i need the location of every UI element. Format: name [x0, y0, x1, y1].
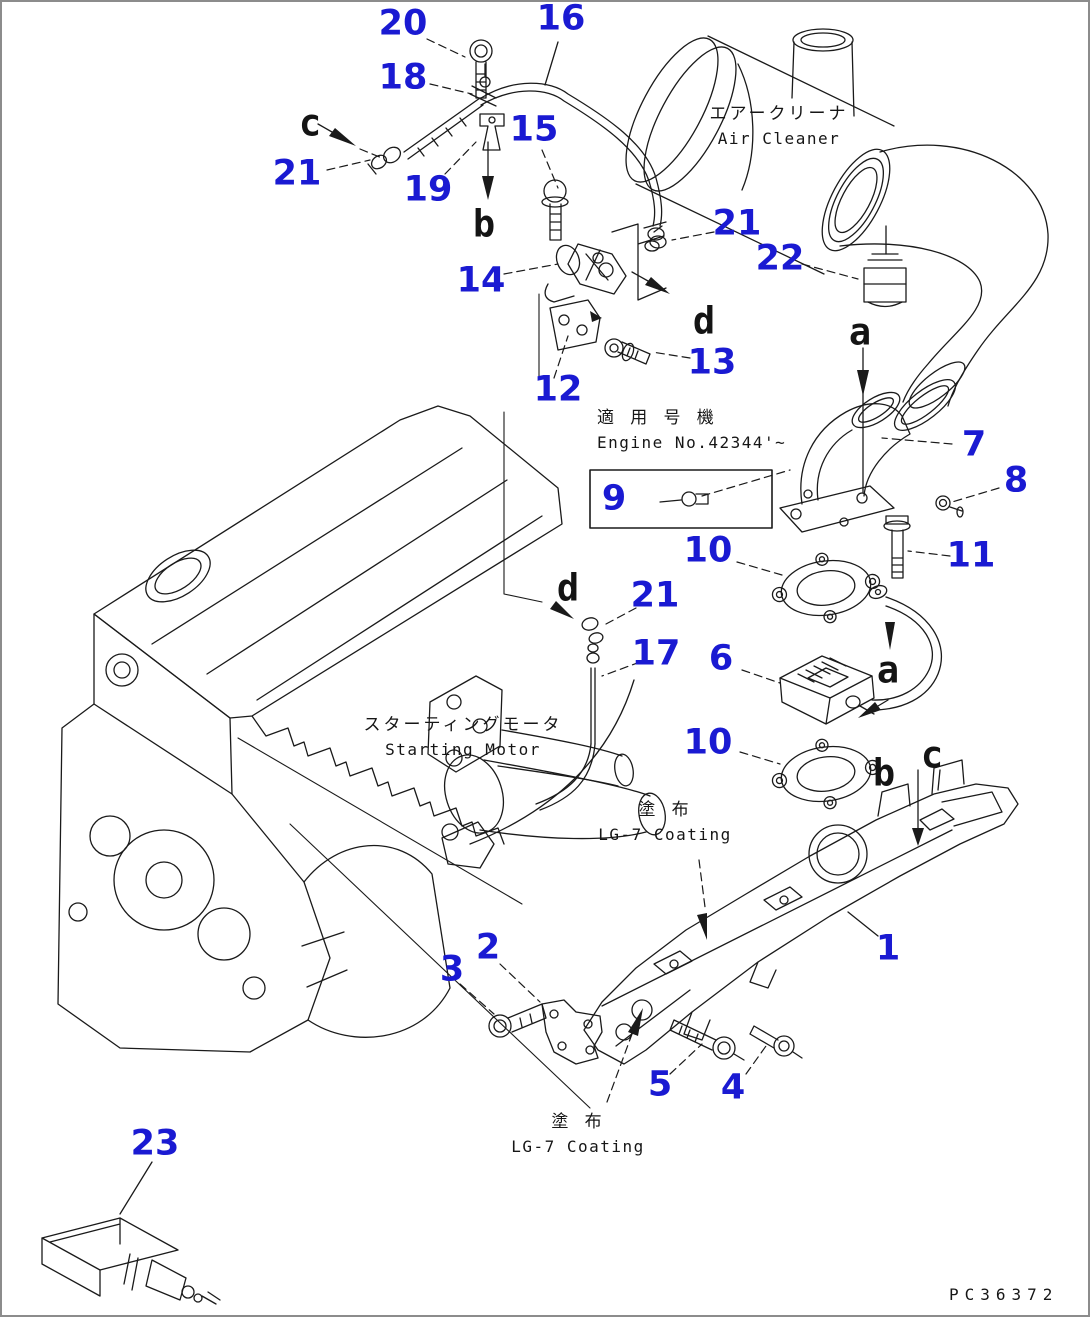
cover-plate-2-drawing: [542, 1000, 602, 1064]
vacuator-valve-22-drawing: [864, 226, 906, 307]
callout-11: 11: [946, 535, 996, 576]
coating-note-upper-en: LG-7 Coating: [598, 825, 732, 845]
view-marker-d: d: [556, 566, 580, 610]
callout-21: 21: [272, 153, 322, 194]
air-cleaner-drawing: [608, 25, 1048, 439]
marker-arrows: [318, 124, 924, 1036]
starting-motor-drawing: [428, 616, 668, 868]
coating-note-upper: 塗 布 LG-7 Coating: [598, 797, 732, 848]
leader-lines: [120, 39, 999, 1214]
callout-7: 7: [961, 424, 987, 465]
callout-3: 3: [439, 949, 465, 990]
callout-17: 17: [631, 633, 681, 674]
view-marker-c: c: [298, 101, 322, 145]
callout-10: 10: [683, 722, 733, 763]
callout-13: 13: [687, 342, 737, 383]
breather-tube-16-drawing: [368, 40, 666, 364]
callout-8: 8: [1003, 460, 1029, 501]
intake-elbow-7-drawing: [780, 386, 963, 578]
coating-note-lower-jp: 塗 布: [551, 1112, 605, 1132]
callout-9: 9: [601, 478, 627, 519]
connector-6-drawing: [780, 656, 874, 724]
view-marker-c: c: [920, 733, 944, 777]
callout-18: 18: [378, 57, 428, 98]
callout-12: 12: [533, 369, 583, 410]
callout-2: 2: [475, 927, 501, 968]
callout-6: 6: [708, 638, 734, 679]
bolt-4-drawing: [750, 1026, 802, 1058]
view-marker-b: b: [472, 202, 496, 246]
air-cleaner-label: エアークリーナ Air Cleaner: [710, 101, 849, 152]
callout-21: 21: [712, 203, 762, 244]
engine-block-drawing: [58, 406, 590, 1108]
callout-22: 22: [755, 238, 805, 279]
gasket-10-upper-drawing: [768, 546, 885, 630]
view-marker-a: a: [876, 648, 900, 692]
callout-4: 4: [720, 1067, 746, 1108]
starting-motor-label-jp: スターティングモータ: [363, 715, 563, 735]
manifold-1-drawing: [584, 760, 1018, 1064]
coating-note-lower-en: LG-7 Coating: [511, 1137, 645, 1157]
callout-1: 1: [875, 928, 901, 969]
callout-10: 10: [683, 530, 733, 571]
callout-16: 16: [536, 0, 586, 39]
callout-21: 21: [630, 575, 680, 616]
tube-a-drawing: [867, 583, 941, 710]
bolt-5-drawing: [670, 1020, 744, 1060]
view-marker-a: a: [848, 310, 872, 354]
bolt-3-drawing: [489, 1004, 546, 1037]
view-marker-d: d: [692, 299, 716, 343]
serial-note-jp: 適 用 号 機: [597, 408, 717, 428]
coating-note-lower: 塗 布 LG-7 Coating: [511, 1109, 645, 1160]
callout-14: 14: [456, 260, 506, 301]
air-cleaner-label-en: Air Cleaner: [717, 129, 841, 149]
coating-note-upper-jp: 塗 布: [638, 800, 692, 820]
serial-note-en: Engine No.42344'~: [597, 433, 787, 453]
starting-motor-label: スターティングモータ Starting Motor: [364, 712, 563, 763]
callout-20: 20: [378, 3, 428, 44]
callout-23: 23: [130, 1123, 180, 1164]
serial-note-box: [590, 470, 790, 528]
serial-note: 適 用 号 機 Engine No.42344'~: [597, 405, 786, 456]
gasket-10-lower-drawing: [768, 732, 885, 816]
air-cleaner-label-jp: エアークリーナ: [709, 104, 849, 124]
callout-19: 19: [403, 169, 453, 210]
callout-5: 5: [647, 1064, 673, 1105]
drawing-code: PC36372: [949, 1285, 1059, 1304]
callout-15: 15: [509, 109, 559, 150]
duct-23-drawing: [42, 1218, 220, 1304]
starting-motor-label-en: Starting Motor: [385, 740, 541, 760]
view-marker-b: b: [872, 751, 896, 795]
